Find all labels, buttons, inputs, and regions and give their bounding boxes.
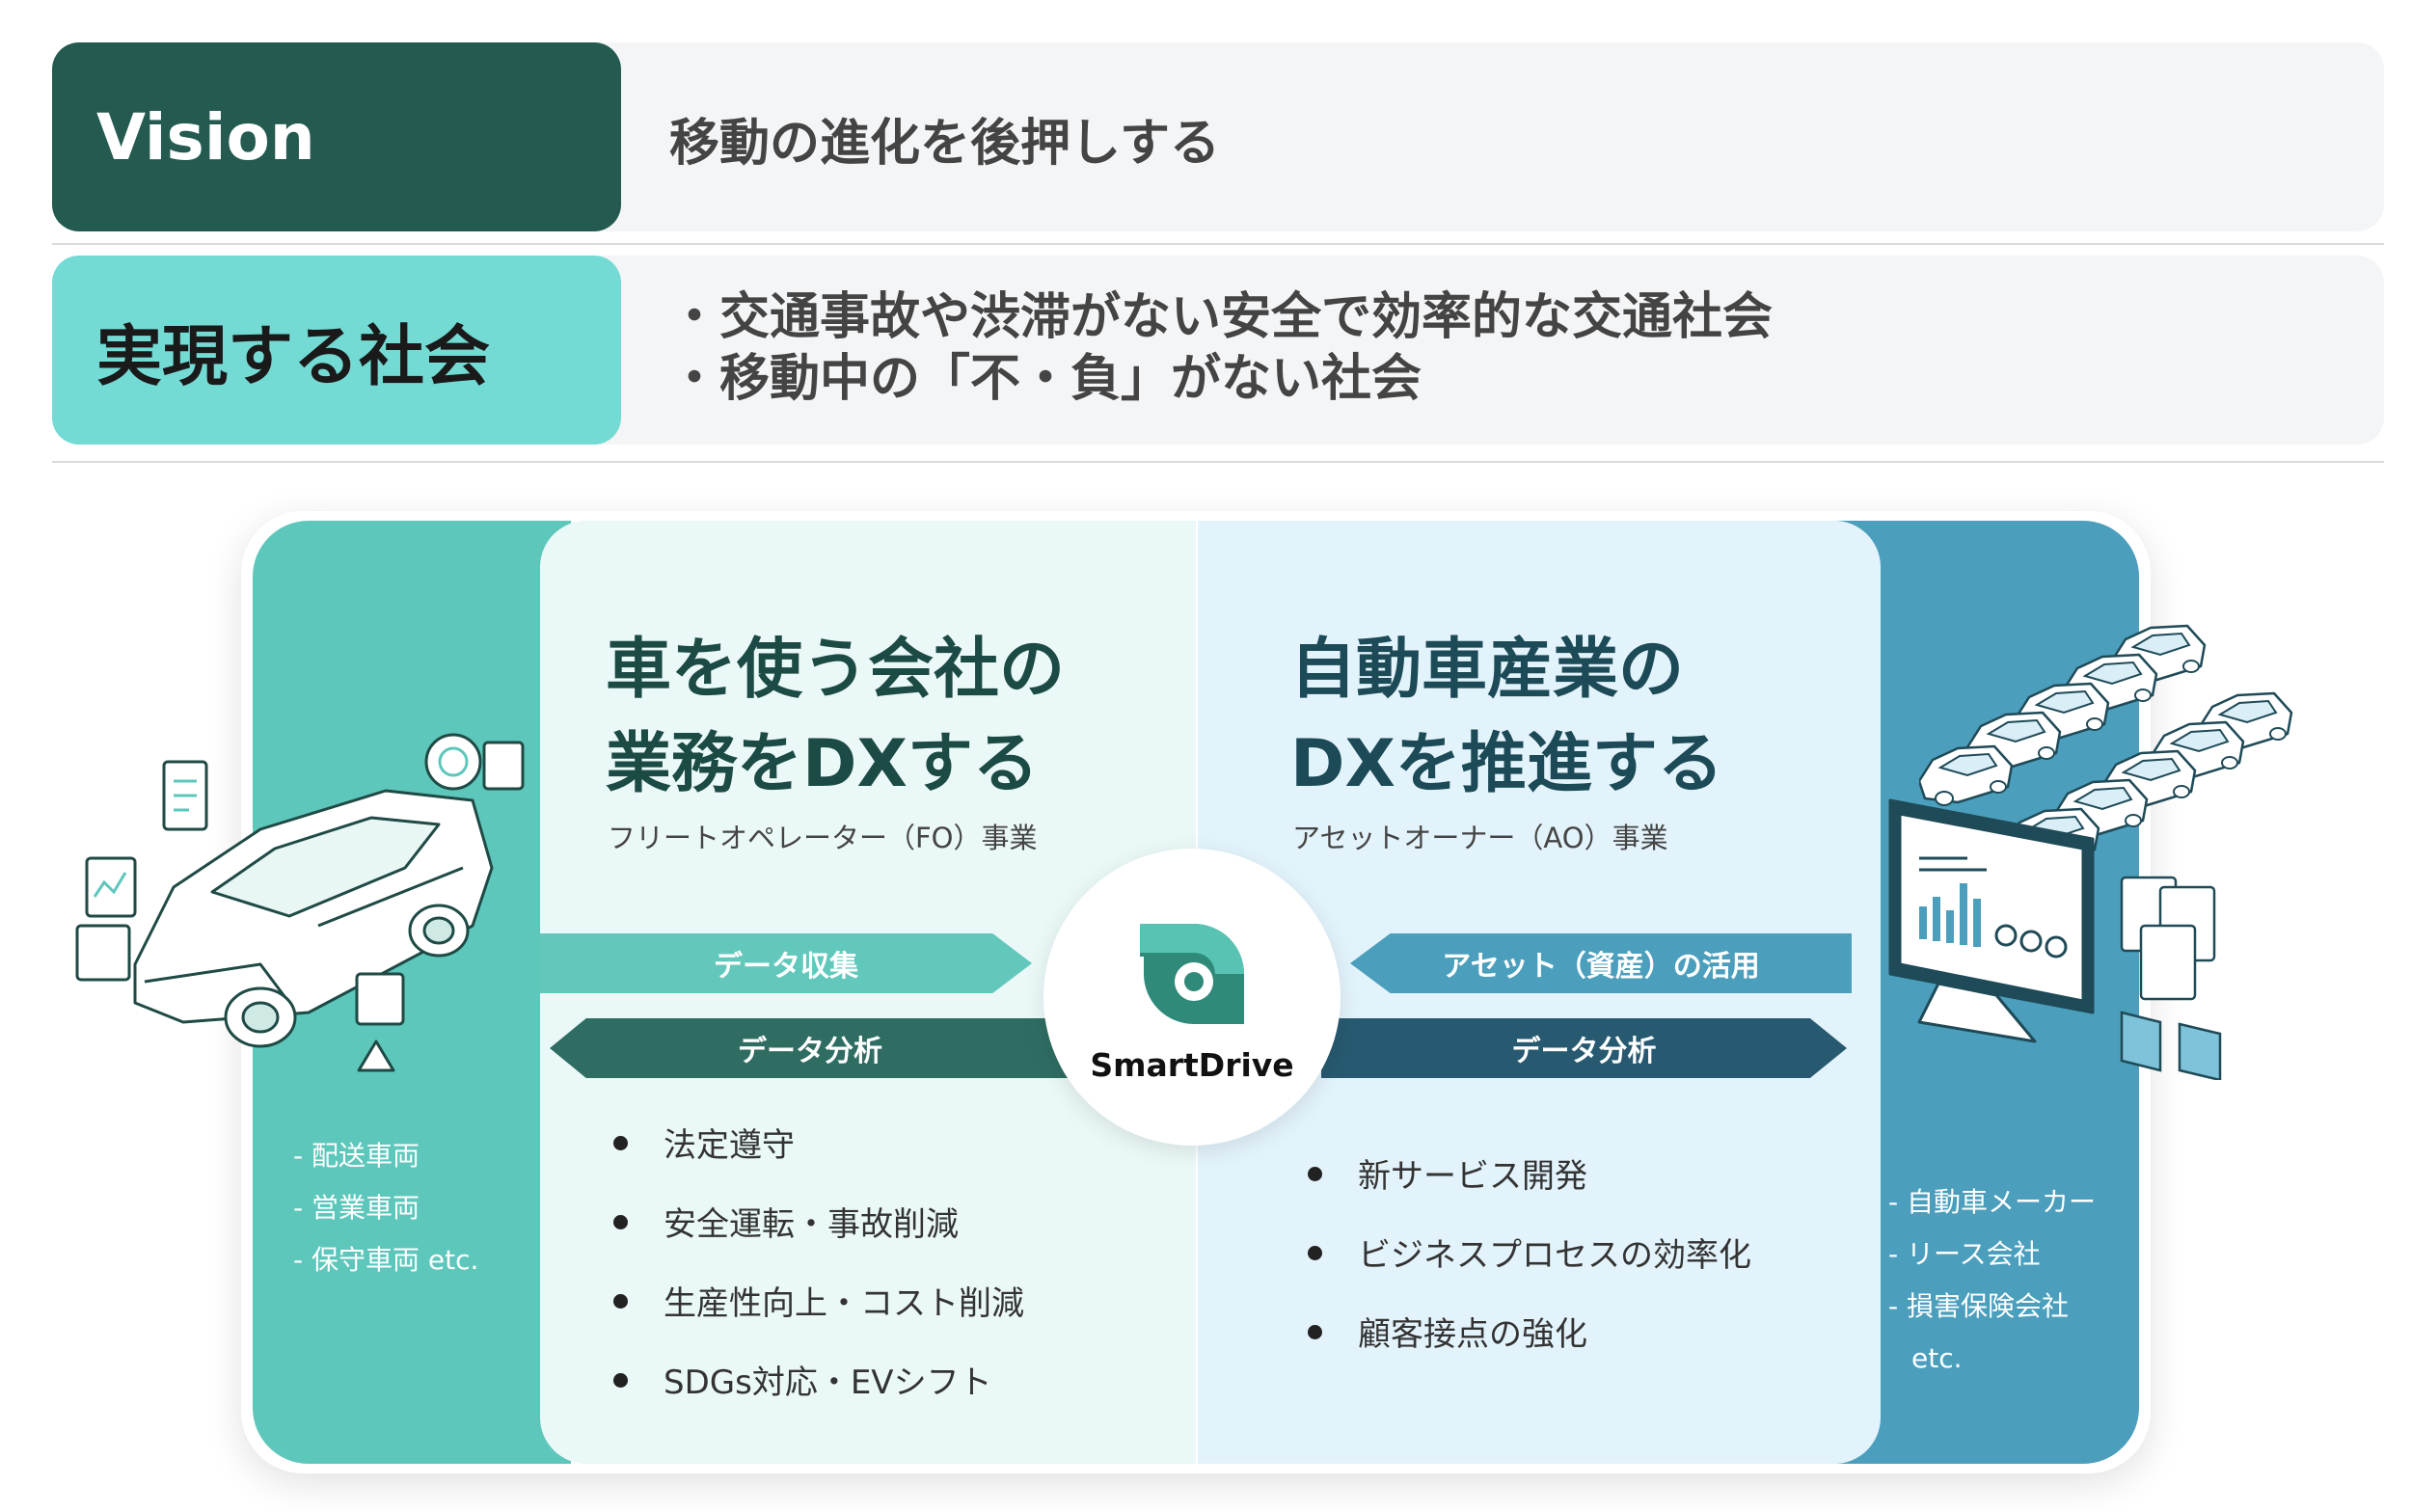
fo-arrow-collect: データ収集 [540,933,1032,993]
society-row: 実現する社会 ・交通事故や渋滞がない安全で効率的な交通社会 ・移動中の「不・負」… [52,256,2384,445]
vision-label: Vision [52,42,621,231]
fo-heading: 車を使う会社の 業務をDXする [606,623,1065,812]
fo-subheading: フリートオペレーター（FO）事業 [608,822,1038,854]
smartdrive-logo-icon [1140,924,1244,1024]
fo-benefits-list: 法定遵守 安全運転・事故削減 生産性向上・コスト削減 SDGs対応・EVシフト [608,1119,1024,1403]
ao-subheading: アセットオーナー（AO）事業 [1292,822,1668,854]
fo-heading-line: 業務をDXする [606,726,1039,802]
list-item: 顧客接点の強化 [1302,1308,1751,1355]
fo-arrow-analyze-label: データ分析 [738,1035,882,1068]
fo-arrow-analyze: データ分析 [550,1018,1070,1078]
monitor-illustration [1888,798,2222,1080]
list-item: - リース会社 [1888,1238,2041,1270]
list-item: 安全運転・事故削減 [608,1198,1024,1245]
fo-target-list: - 配送車両 - 営業車両 - 保守車両 etc. [293,1130,478,1286]
ao-arrow-analyze: データ分析 [1321,1018,1847,1078]
ao-heading: 自動車産業の DXを推進する [1290,623,1723,812]
car-illustration [75,733,525,1072]
ao-heading-line: 自動車産業の [1290,632,1685,708]
smartdrive-logo: SmartDrive [1043,849,1341,1146]
ao-benefits-list: 新サービス開発 ビジネスプロセスの効率化 顧客接点の強化 [1302,1149,1751,1355]
list-item: 新サービス開発 [1302,1149,1751,1197]
society-line: ・移動中の「不・負」がない社会 [669,350,1422,408]
society-label: 実現する社会 [52,256,621,445]
list-item: 法定遵守 [608,1119,1024,1166]
list-item: - 配送車両 [293,1140,420,1172]
vision-text: 移動の進化を後押しする [669,115,1220,173]
list-item: ビジネスプロセスの効率化 [1302,1228,1751,1276]
ao-arrow-asset: アセット（資産）の活用 [1350,933,1852,993]
society-text: ・交通事故や渋滞がない安全で効率的な交通社会 ・移動中の「不・負」がない社会 [669,286,1773,410]
list-item: SDGs対応・EVシフト [608,1356,1024,1403]
vision-row: Vision 移動の進化を後押しする [52,42,2384,231]
fo-arrow-collect-label: データ収集 [714,950,858,984]
divider [52,461,2384,463]
divider [52,243,2384,245]
list-item: - 保守車両 etc. [293,1244,479,1276]
society-line: ・交通事故や渋滞がない安全で効率的な交通社会 [669,288,1774,346]
list-item: 生産性向上・コスト削減 [608,1277,1024,1324]
ao-arrow-analyze-label: データ分析 [1511,1035,1657,1068]
list-item: - 営業車両 [293,1192,420,1224]
ao-target-list: - 自動車メーカー - リース会社 - 損害保険会社 etc. [1888,1176,2096,1385]
fo-heading-line: 車を使う会社の [606,632,1066,708]
list-item: etc. [1911,1342,1963,1374]
ao-heading-line: DXを推進する [1290,726,1723,802]
list-item: - 自動車メーカー [1888,1186,2097,1218]
smartdrive-wordmark: SmartDrive [1090,1046,1294,1084]
list-item: - 損害保険会社 [1888,1290,2070,1322]
ao-arrow-asset-label: アセット（資産）の活用 [1442,950,1760,984]
